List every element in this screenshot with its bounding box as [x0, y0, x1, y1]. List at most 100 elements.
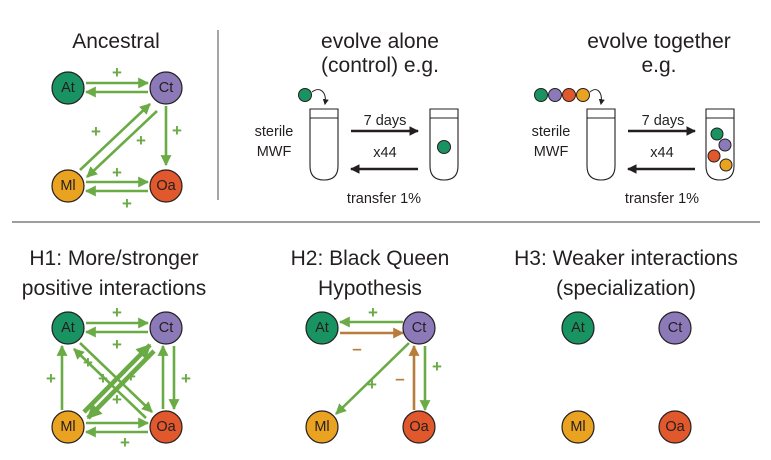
evolved-ml — [719, 158, 733, 172]
h3-panel: H3: Weaker interactions (specialization)… — [514, 247, 738, 444]
h2-node-ml-label: Ml — [314, 419, 329, 435]
node-oa-circle — [149, 169, 183, 203]
h2-edges — [335, 316, 431, 415]
h1-edge-ct-to-ml-strong — [86, 349, 156, 420]
h3-node-at-circle — [561, 311, 595, 345]
h1-sign-ct-at: + — [112, 335, 122, 354]
h2-sign-oa-ct: – — [395, 369, 404, 388]
h2-node-ct-label: Ct — [412, 320, 427, 336]
sign-ct-ml: + — [136, 131, 146, 150]
bead-ct — [548, 88, 562, 102]
evolve-alone-duration: 7 days — [364, 113, 407, 129]
h1-sign-at-ct: + — [112, 303, 122, 322]
evolve-alone-title-line2: (control) e.g. — [321, 54, 439, 77]
h2-node-ml: Ml — [305, 410, 339, 444]
h1-node-ct-circle — [149, 311, 183, 345]
ancestral-edges — [79, 77, 172, 197]
bead-ml — [576, 88, 590, 102]
h2-edge-ct-to-ml — [335, 342, 410, 415]
ancestral-panel: Ancestral + + + + + + At Ct — [51, 30, 183, 213]
h1-node-oa-circle — [149, 410, 183, 444]
evolved-community — [707, 127, 733, 172]
h1-sign-ml-oa: + — [112, 390, 122, 409]
h3-node-ct-circle — [658, 311, 692, 345]
h3-node-ml: Ml — [561, 410, 595, 444]
h2-edge-labels: + – + – + — [352, 303, 442, 394]
h1-node-ml-circle — [51, 410, 85, 444]
node-oa: Oa — [149, 169, 183, 203]
inoculate-arrow — [311, 89, 329, 106]
community-sterile-tube — [586, 108, 616, 181]
h1-panel: H1: More/stronger positive interactions … — [22, 247, 206, 452]
node-ml-circle — [51, 169, 85, 203]
h2-node-at-label: At — [315, 320, 329, 336]
h3-node-ct-label: Ct — [668, 320, 683, 336]
h3-title-line2: (specialization) — [556, 277, 696, 300]
sign-at-ct: + — [112, 63, 122, 82]
h2-sign-ct-ml: + — [367, 375, 377, 394]
h1-sign-ct-oa: + — [181, 369, 191, 388]
h1-edges — [56, 317, 180, 438]
evolve-together-panel: evolve together e.g. sterile MWF 7 days … — [532, 30, 735, 207]
h1-node-ml: Ml — [51, 410, 85, 444]
sign-ml-ct: + — [91, 122, 101, 141]
evolved-single-strain — [437, 140, 451, 154]
h1-node-at-label: At — [61, 320, 75, 336]
h1-node-ct-label: Ct — [159, 320, 174, 336]
h2-node-oa-circle — [402, 410, 436, 444]
sign-oa-ml: + — [122, 194, 132, 213]
evolve-together-transfer: transfer 1% — [625, 191, 699, 207]
h3-node-ml-circle — [561, 410, 595, 444]
h3-node-oa-label: Oa — [665, 419, 685, 435]
node-ct-circle — [149, 71, 183, 105]
h3-node-at-label: At — [571, 320, 585, 336]
h1-title-line1: H1: More/stronger — [29, 247, 198, 270]
evolve-alone-medium-line1: sterile — [255, 124, 294, 140]
evolve-alone-title-line1: evolve alone — [321, 30, 439, 53]
h1-sign-cross-mid: + — [98, 369, 108, 388]
node-ct-label: Ct — [159, 80, 174, 96]
h3-nodes: At Ct Ml Oa — [561, 311, 692, 444]
h2-node-oa: Oa — [402, 410, 436, 444]
h3-node-ct: Ct — [658, 311, 692, 345]
bead-at — [534, 88, 548, 102]
h1-sign-cross-left: + — [83, 353, 93, 372]
h2-node-ct: Ct — [402, 311, 436, 345]
node-at-circle — [51, 71, 85, 105]
h3-title-line1: H3: Weaker interactions — [514, 247, 738, 270]
h1-title-line2: positive interactions — [22, 277, 206, 300]
h2-node-at: At — [305, 311, 339, 345]
evolved-at — [710, 127, 724, 141]
h1-node-ct: Ct — [149, 311, 183, 345]
node-at-label: At — [61, 80, 75, 96]
community-beads — [534, 88, 590, 102]
edge-ml-to-ct — [79, 103, 151, 171]
h2-sign-at-ct: – — [352, 339, 361, 358]
ancestral-title: Ancestral — [72, 30, 160, 53]
ancestral-edge-labels: + + + + + + — [91, 63, 182, 213]
evolve-alone-panel: evolve alone (control) e.g. sterile MWF … — [255, 30, 459, 207]
h3-node-oa-circle — [658, 410, 692, 444]
evolved-oa — [707, 149, 721, 163]
h3-node-oa: Oa — [658, 410, 692, 444]
h1-edge-labels: + + + + + + + + + — [46, 303, 191, 452]
node-ml: Ml — [51, 169, 85, 203]
h1-sign-ml-at: + — [46, 369, 56, 388]
h1-node-oa: Oa — [149, 410, 183, 444]
sign-ml-oa: + — [112, 163, 122, 182]
h3-node-ml-label: Ml — [570, 419, 585, 435]
h2-sign-ct-oa: + — [432, 357, 442, 376]
node-ct: Ct — [149, 71, 183, 105]
evolve-together-medium-line2: MWF — [534, 144, 569, 160]
h1-node-at: At — [51, 311, 85, 345]
h3-node-at: At — [561, 311, 595, 345]
h1-sign-cross-right: + — [126, 367, 136, 386]
evolve-alone-repeats: x44 — [373, 145, 396, 161]
h1-node-oa-label: Oa — [156, 419, 176, 435]
h1-node-ml-label: Ml — [60, 419, 75, 435]
evolve-alone-medium-line2: MWF — [257, 144, 292, 160]
single-strain-bead — [298, 88, 312, 102]
edge-ct-to-ml — [86, 110, 158, 178]
ancestral-nodes: At Ct Ml Oa — [51, 71, 183, 203]
